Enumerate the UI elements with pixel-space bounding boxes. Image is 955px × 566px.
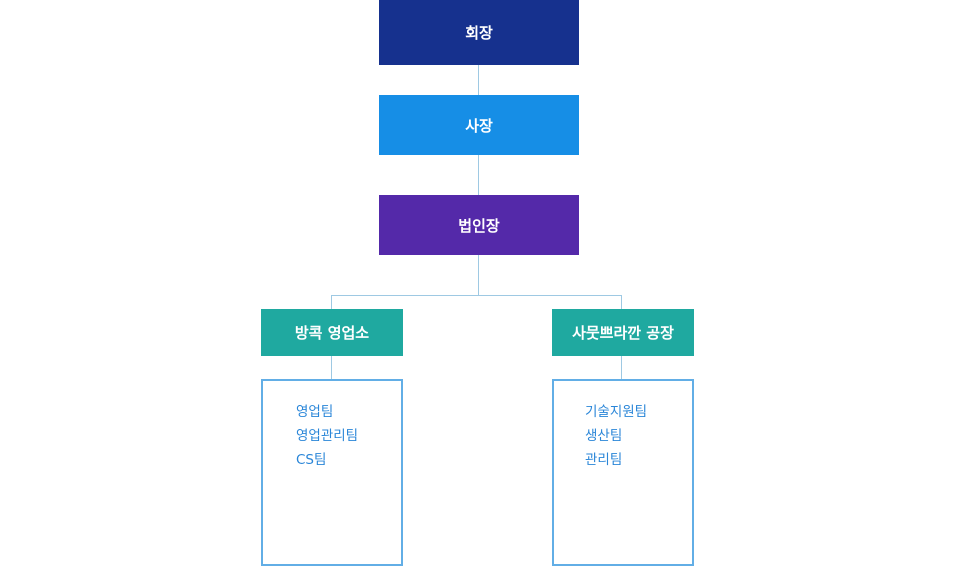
team-item: 생산팀: [585, 428, 623, 444]
connector-bangkok-teams: [331, 356, 332, 379]
team-item: 영업관리팀: [296, 428, 359, 444]
connector-chairman-president: [478, 65, 479, 95]
branch-box-bangkok: 방콕 영업소: [261, 309, 403, 356]
team-item: CS팀: [296, 452, 327, 468]
connector-to-factory: [621, 295, 622, 309]
corporate-head-label: 법인장: [458, 216, 500, 235]
branch-box-factory: 사뭇쁘라깐 공장: [552, 309, 694, 356]
connector-to-bangkok: [331, 295, 332, 309]
team-list-bangkok: 영업팀 영업관리팀 CS팀: [261, 379, 403, 566]
chairman-box: 회장: [379, 0, 579, 65]
president-label: 사장: [465, 116, 493, 135]
connector-corporate-head-trunk: [478, 255, 479, 295]
team-item: 관리팀: [585, 452, 623, 468]
chairman-label: 회장: [465, 24, 493, 42]
connector-president-corporate-head: [478, 155, 479, 195]
connector-branch-horizontal: [331, 295, 622, 296]
connector-factory-teams: [621, 356, 622, 379]
team-item: 기술지원팀: [585, 404, 648, 420]
president-box: 사장: [379, 95, 579, 155]
team-list-factory: 기술지원팀 생산팀 관리팀: [552, 379, 694, 566]
team-item: 영업팀: [296, 404, 334, 420]
branch-label: 방콕 영업소: [294, 324, 370, 342]
corporate-head-box: 법인장: [379, 195, 579, 255]
branch-label: 사뭇쁘라깐 공장: [572, 324, 674, 342]
